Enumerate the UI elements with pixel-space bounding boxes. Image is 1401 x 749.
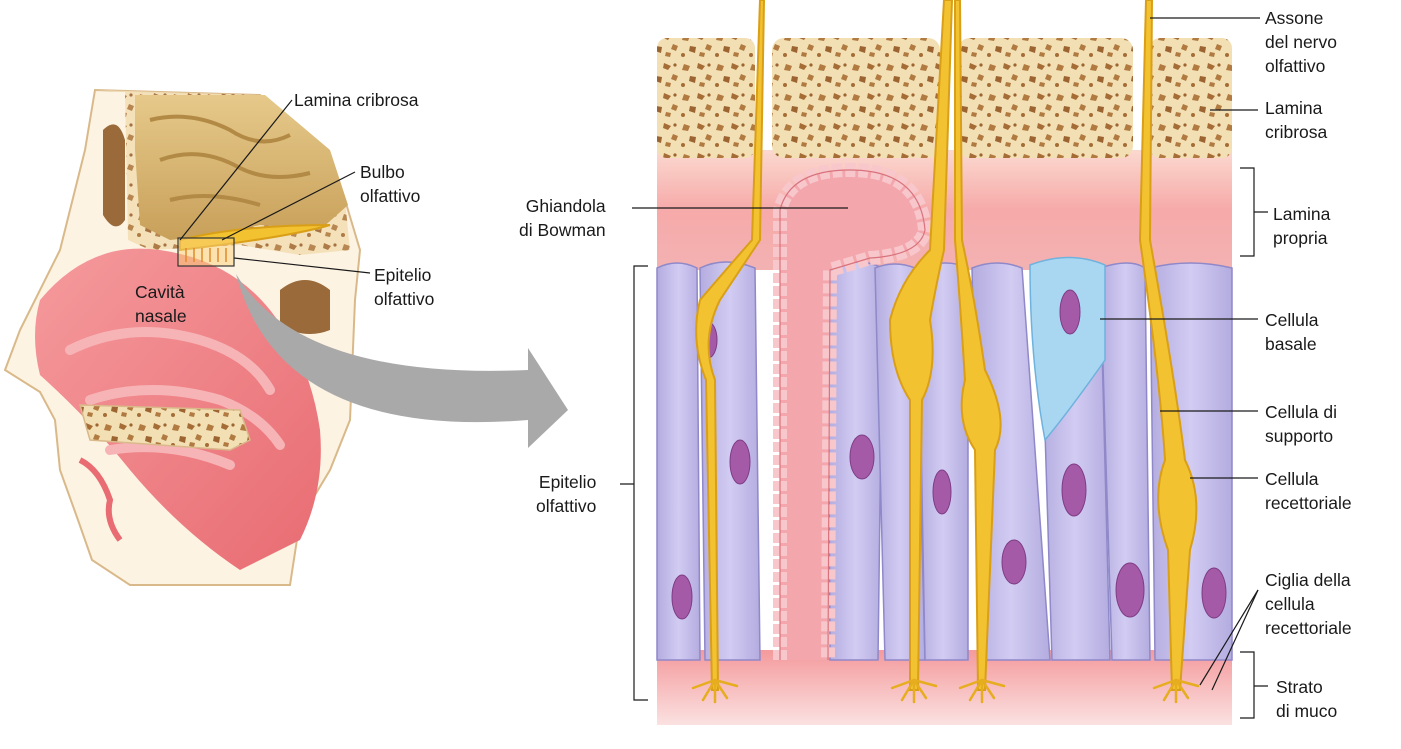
epithelium-micro-section <box>656 0 1233 725</box>
cilia <box>691 678 1200 704</box>
label-cellula-basale: Cellula basale <box>1265 310 1319 354</box>
label-lamina-cribrosa-left: Lamina cribrosa <box>294 90 419 110</box>
zoom-arrow <box>236 274 568 448</box>
label-bulbo-olfattivo: Bulbo olfattivo <box>360 162 421 206</box>
bowman-gland <box>773 162 933 661</box>
right-leader-lines <box>620 17 1268 719</box>
label-cellula-recettoriale: Cellula recettoriale <box>1265 469 1352 513</box>
label-lamina-cribrosa-right: Lamina cribrosa <box>1265 98 1328 142</box>
olfactory-epithelium-region-box <box>177 237 235 267</box>
label-ghiandola-bowman: Ghiandola di Bowman <box>519 196 606 240</box>
frontal-sinus <box>103 124 125 227</box>
label-lamina-propria: Lamina propria <box>1273 204 1331 248</box>
basal-cell <box>1029 256 1106 442</box>
label-cavita-nasale: Cavità nasale <box>135 282 187 326</box>
sphenoid-sinus <box>280 280 330 334</box>
mucus-layer <box>657 650 1232 725</box>
left-leader-lines <box>179 99 371 274</box>
label-cellula-supporto: Cellula di supporto <box>1265 402 1337 446</box>
label-epitelio-olfattivo-left: Epitelio olfattivo <box>374 265 435 309</box>
label-strato-muco: Strato di muco <box>1276 677 1338 721</box>
label-ciglia: Ciglia della cellula recettoriale <box>1265 570 1352 638</box>
cribriform-plate <box>657 38 1232 158</box>
label-epitelio-olfattivo-right: Epitelio olfattivo <box>536 472 597 516</box>
head-sagittal-section <box>3 88 362 586</box>
label-assone-nervo-olfattivo: Assone del nervo olfattivo <box>1265 8 1337 76</box>
palate <box>78 404 251 451</box>
